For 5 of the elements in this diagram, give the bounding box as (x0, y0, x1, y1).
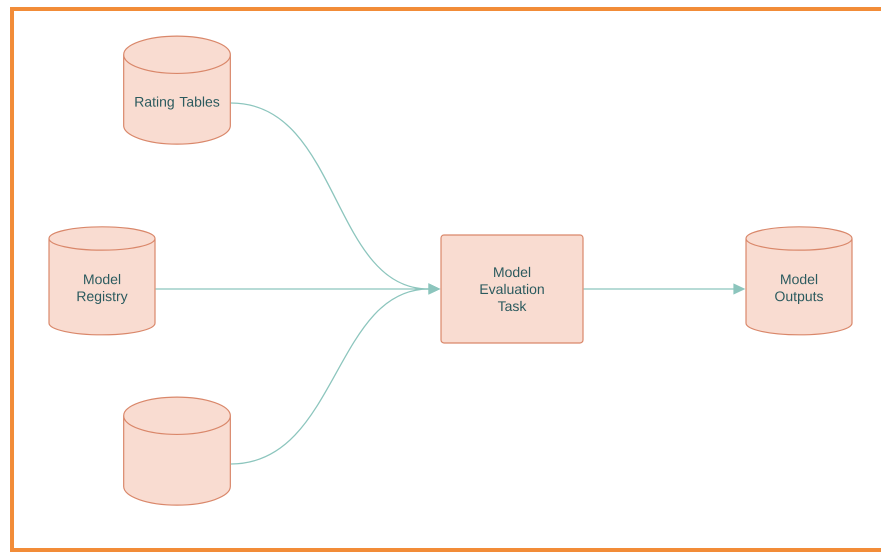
database-cylinder: Model Registry (48, 226, 156, 336)
database-cylinder: Rating Tables (123, 36, 231, 145)
database-cylinder: Model Outputs (745, 226, 853, 336)
database-cylinder (123, 396, 231, 506)
process-box: Model Evaluation Task (440, 234, 584, 344)
